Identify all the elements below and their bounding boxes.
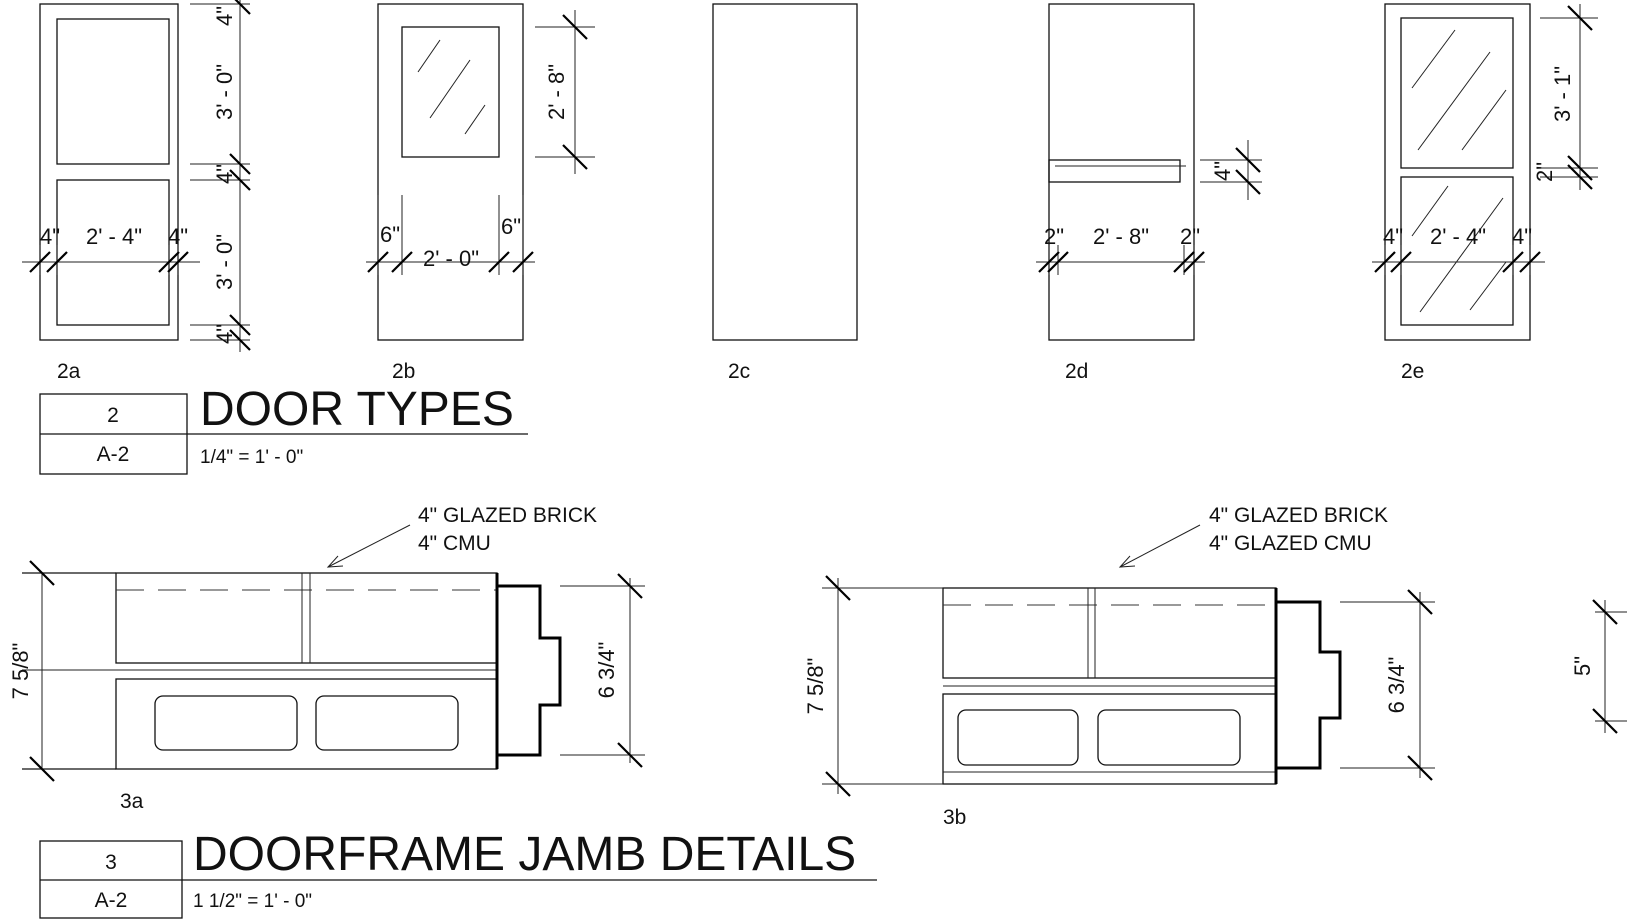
jamb-3b-note-line1: 4" GLAZED BRICK [1209,504,1388,527]
title-block-jamb-details: 3 A-2 DOORFRAME JAMB DETAILS 1 1/2" = 1'… [39,828,877,919]
door-2c: 2c [712,3,858,383]
jamb-3a-cmu-cell-1 [154,695,298,751]
door-2a-lower-panel [56,179,170,326]
jamb-3b-dim-right: 6 3/4" [1384,657,1409,714]
door-2e: 3' - 1" 2" 4" 2' - 4" 4" 2e [1372,3,1598,383]
jamb-3a-note-line1: 4" GLAZED BRICK [418,504,597,527]
door-2e-dim-width: 2' - 4" [1430,224,1486,249]
door-2e-lower-lite [1400,176,1514,326]
door-2a-dim-bottom-rail: 4" [212,324,237,344]
door-2d: 4" 2" 2' - 8" 2" 2d [1036,3,1262,383]
door-2a-dim-width: 2' - 4" [86,224,142,249]
title-scale: 1/4" = 1' - 0" [200,447,303,468]
title-jamb-details: DOORFRAME JAMB DETAILS [193,828,856,881]
jamb-3a-note-line2: 4" CMU [418,532,491,555]
door-2c-label: 2c [728,360,750,383]
door-2a-dim-left-stile: 4" [40,224,60,249]
door-2a-upper-panel [56,18,170,165]
door-2a-outline [39,3,179,341]
title-number: 3 [105,851,117,874]
jamb-3b-label: 3b [943,806,966,829]
jamb-3a-dim-right: 6 3/4" [594,642,619,699]
door-2b-dim-left-stile: 6" [380,222,400,247]
door-2e-dim-right-stile: 4" [1512,224,1532,249]
door-2c-outline [712,3,858,341]
jamb-detail-3a: 7 5/8" 6 3/4" 4" GLAZED BRICK 4" CMU 3a [8,504,645,813]
door-2e-dim-left-stile: 4" [1383,224,1403,249]
door-2a-dim-upper-panel: 3' - 0" [212,64,237,120]
title-sheet: A-2 [97,443,130,466]
door-2d-dim-width: 2' - 8" [1093,224,1149,249]
door-2d-outline [1048,3,1195,341]
door-2d-dim-kickplate: 4" [1210,161,1235,181]
door-2a-dim-lower-panel: 3' - 0" [212,234,237,290]
jamb-3b-dim-left: 7 5/8" [803,658,828,715]
jamb-3b-note-line2: 4" GLAZED CMU [1209,532,1372,555]
jamb-detail-3b: 7 5/8" 6 3/4" 4" GLAZED BRICK 4" GLAZED … [803,504,1435,829]
door-2d-dim-left: 2" [1044,224,1064,249]
jamb-3a-cmu-cell-2 [315,695,459,751]
jamb-3b-door-frame [1276,600,1342,770]
jamb-3b-glazed-brick [942,587,1277,679]
door-2b-dim-lite-height: 2' - 8" [544,64,569,120]
jamb-3a-dim-left: 7 5/8" [8,643,33,700]
door-2d-dim-right: 2" [1180,224,1200,249]
door-2d-label: 2d [1065,360,1088,383]
door-2e-dim-upper-lite: 3' - 1" [1550,66,1575,122]
title-scale: 1 1/2" = 1' - 0" [193,891,312,912]
door-2b-label: 2b [392,360,415,383]
door-2a-label: 2a [57,360,81,383]
title-block-door-types: 2 A-2 DOOR TYPES 1/4" = 1' - 0" [39,383,528,475]
door-2b-outline [377,3,524,341]
partial-dim: 5" [1570,656,1595,676]
door-2a-dim-top-rail: 4" [212,6,237,26]
door-2b: 2' - 8" 6" 2' - 0" 6" 2b [366,3,595,383]
door-2a: 4" 3' - 0" 4" 3' - 0" 4" 4" 2' - 4" 4" 2… [22,0,251,383]
title-sheet: A-2 [95,889,128,912]
door-2d-kickplate [1048,159,1181,183]
door-2a-dim-mid-rail: 4" [212,164,237,184]
door-2e-upper-lite [1400,17,1514,169]
jamb-3a-glazed-brick [115,572,498,664]
door-2e-dim-mid-rail: 2" [1532,162,1557,182]
jamb-3a-door-frame [497,584,562,757]
door-2a-dim-right-stile: 4" [168,224,188,249]
jamb-3b-cmu-cell-2 [1097,709,1241,766]
door-2e-label: 2e [1401,360,1424,383]
partial-detail-right: 5" [1570,599,1627,734]
jamb-3a-label: 3a [120,790,144,813]
jamb-3b-cmu-cell-1 [957,709,1079,766]
door-2e-outline [1384,3,1531,341]
title-door-types: DOOR TYPES [200,383,514,436]
title-number: 2 [107,404,119,427]
door-2b-glass-lite [401,26,500,158]
door-2b-dim-lite-width: 2' - 0" [423,246,479,271]
door-2b-dim-right-stile: 6" [501,214,521,239]
